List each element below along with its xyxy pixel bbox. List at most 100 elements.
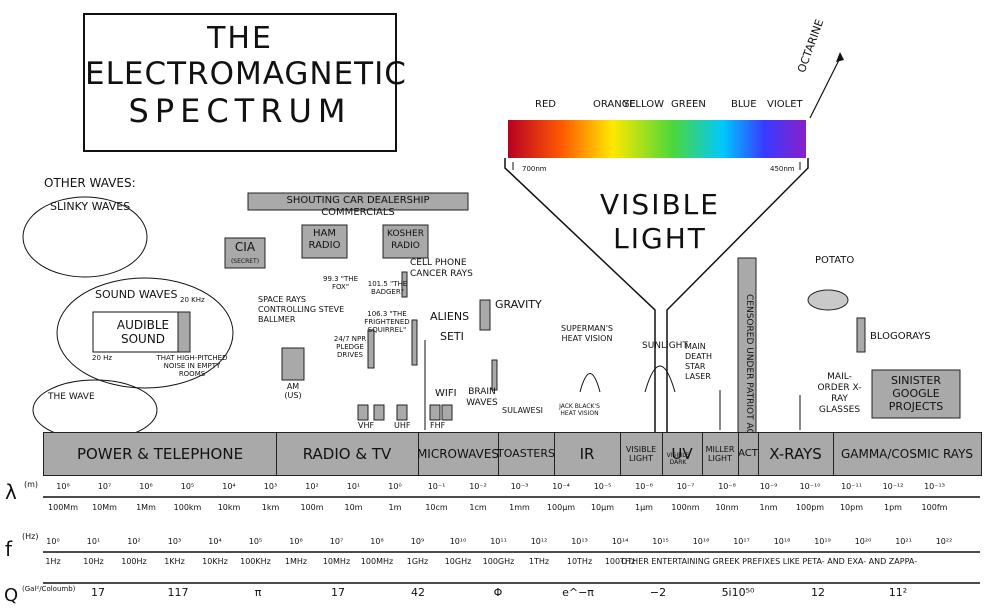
freq-name: 100GHz <box>482 557 515 566</box>
color-red: RED <box>535 99 556 110</box>
lambda-exponent: 10⁻¹³ <box>924 482 945 491</box>
freq-exponent: 10²² <box>935 537 953 546</box>
lambda-name: 100m <box>300 503 324 512</box>
lambda-name: 10nm <box>715 503 739 512</box>
q-symbol: Q <box>4 585 19 606</box>
band-uv: UV <box>662 433 703 475</box>
lambda-name: 100km <box>173 503 202 512</box>
visible-dark-label: VISIBLE DARK <box>666 452 690 466</box>
cia-secret-label: (SECRET) <box>230 258 260 265</box>
lambda-name: 10µm <box>590 503 615 512</box>
nm-700: 700nm <box>522 165 547 173</box>
lambda-name: 1cm <box>469 503 487 512</box>
am-label: AM (US) <box>284 382 302 400</box>
q-value: 17 <box>91 586 105 599</box>
cellphone-bar <box>401 271 408 298</box>
band-visible: VISIBLE LIGHT <box>620 433 663 475</box>
freq-exponent: 10⁶ <box>289 537 303 546</box>
lambda-exponent: 10⁻⁶ <box>635 482 653 491</box>
brain-bar <box>491 359 498 391</box>
hz-label: 20 Hz <box>92 354 113 362</box>
lambda-name: 1Mm <box>136 503 156 512</box>
aliens-bar <box>411 319 418 366</box>
sound-cloud <box>56 277 234 389</box>
lambda-exponent: 10⁴ <box>222 482 236 491</box>
noise-label: THAT HIGH-PITCHED NOISE IN EMPTY ROOMS <box>156 354 228 378</box>
lambda-name: 100fm <box>921 503 948 512</box>
aliens-label: ALIENS <box>430 310 470 323</box>
freq-exponent: 10⁷ <box>329 537 344 546</box>
lambda-exponent: 10⁻³ <box>510 482 529 491</box>
lambda-exponent: 10⁻⁸ <box>718 482 736 491</box>
band-microwaves: MICROWAVES <box>417 433 499 475</box>
freq-unit: (Hz) <box>22 532 39 541</box>
freq-exponent: 10⁴ <box>208 537 222 546</box>
funnel-left <box>504 158 656 432</box>
lambda-exponent: 10⁻⁴ <box>552 482 570 491</box>
the-wave-label: THE WAVE <box>48 392 95 402</box>
am-box <box>281 347 305 381</box>
lambda-exponent: 10⁻⁵ <box>593 482 612 491</box>
freq-exponent: 10¹⁰ <box>449 537 467 546</box>
title-line-1: THE <box>207 21 273 56</box>
lambda-exponent: 10⁻² <box>469 482 487 491</box>
freq-name: 1KHz <box>164 557 185 566</box>
lambda-exponent: 10⁻¹⁰ <box>799 482 821 491</box>
freq-name: 100THz <box>604 557 636 566</box>
cellphone-label: CELL PHONE CANCER RAYS <box>410 258 473 279</box>
rainbow-bar <box>508 120 806 158</box>
greek-note: OTHER ENTERTAINING GREEK PREFIXES LIKE P… <box>621 557 918 566</box>
lambda-name: 1µm <box>635 503 653 512</box>
blogorays-label: BLOGORAYS <box>870 331 931 342</box>
lambda-exponent: 10⁰ <box>388 482 402 491</box>
patriot-label: CENSORED UNDER PATRIOT ACT <box>744 293 754 441</box>
freq-exponent: 10⁰ <box>46 537 60 546</box>
freq-exponent: 10² <box>127 537 141 546</box>
freq-exponent: 10⁸ <box>370 537 384 546</box>
freq-name: 10GHz <box>444 557 472 566</box>
sound-waves-label: SOUND WAVES <box>95 288 178 301</box>
q-value: e^−π <box>562 586 594 599</box>
lambda-exponent: 10⁶ <box>139 482 153 491</box>
q-value: 117 <box>167 586 189 599</box>
visible-light-label: VISIBLE LIGHT <box>600 188 720 255</box>
sunlight-label: SUNLIGHT <box>642 341 688 351</box>
lambda-name: 100nm <box>671 503 700 512</box>
potato-label: POTATO <box>815 255 855 266</box>
kosher-box <box>382 224 429 259</box>
ham-box <box>301 224 348 259</box>
other-waves-header: OTHER WAVES: <box>44 176 136 190</box>
lambda-exponent: 10⁻⁷ <box>676 482 695 491</box>
badger-label: 101.5 "THE BADGER" <box>367 280 408 296</box>
slinky-label: SLINKY WAVES <box>50 200 131 213</box>
q-value: 11² <box>888 586 908 599</box>
lambda-name: 1km <box>261 503 280 512</box>
lambda-exponent: 10⁻¹² <box>882 482 904 491</box>
title-line-3: SPECTRUM <box>128 92 352 130</box>
freq-exponent: 10¹ <box>86 537 101 546</box>
freq-name: 1Hz <box>45 557 61 566</box>
cia-box <box>224 237 266 269</box>
shouting-label: SHOUTING CAR DEALERSHIP COMMERCIALS <box>286 195 430 218</box>
q-value: 5i10⁵⁰ <box>721 586 755 599</box>
q-value: 12 <box>811 586 825 599</box>
band-radio: RADIO & TV <box>276 433 419 475</box>
space-rays-label: SPACE RAYS CONTROLLING STEVE BALLMER <box>258 295 345 324</box>
deathstar-label: MAIN DEATH STAR LASER <box>685 342 712 381</box>
lambda-exponent: 10⁻⁹ <box>759 482 778 491</box>
q-value: −2 <box>649 586 667 599</box>
color-labels: RED ORANGE YELLOW GREEN BLUE VIOLET <box>535 99 815 113</box>
spectrum-band: POWER & TELEPHONE RADIO & TV MICROWAVES … <box>43 432 982 476</box>
band-toasters: TOASTERS <box>497 433 555 475</box>
lambda-name: 1pm <box>884 503 902 512</box>
freq-exponent: 10²¹ <box>895 537 912 546</box>
band-ir: IR <box>554 433 621 475</box>
color-yellow: YELLOW <box>623 99 664 110</box>
q-value: 42 <box>411 586 425 599</box>
freq-name: 100MHz <box>360 557 394 566</box>
color-green: GREEN <box>671 99 706 110</box>
freq-name: 10KHz <box>202 557 228 566</box>
cia-label: CIA <box>234 240 256 254</box>
seti-label: SETI <box>440 330 464 343</box>
